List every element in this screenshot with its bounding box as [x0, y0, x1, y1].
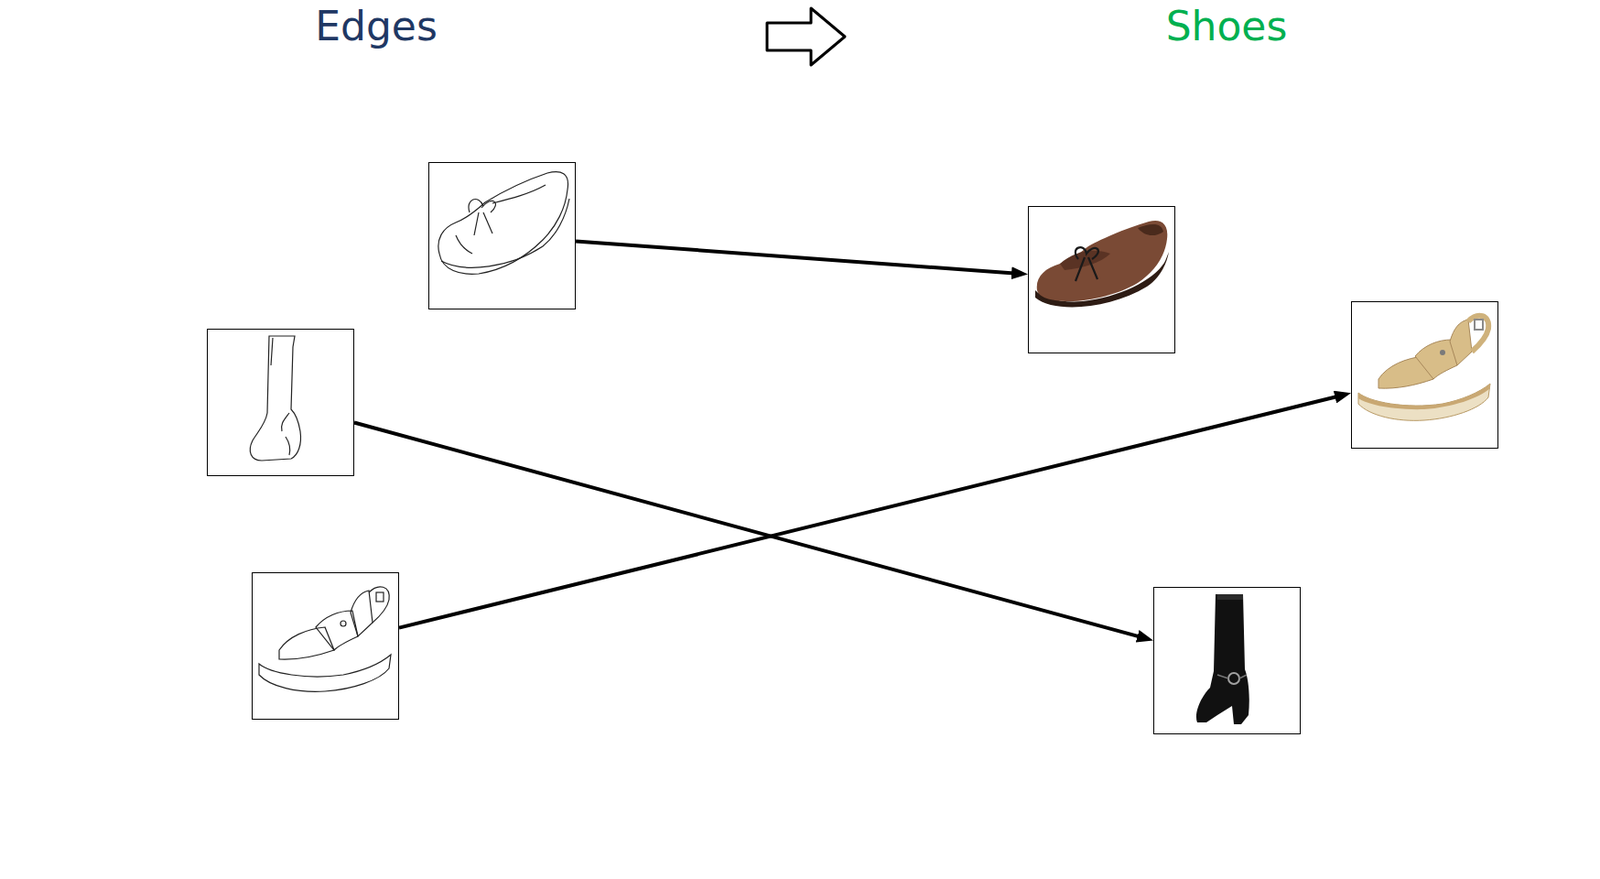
boot-picture [1196, 594, 1250, 725]
mapping-arrow [354, 421, 1146, 638]
shoe-photo-thumbnail [1027, 205, 1176, 354]
shoes-domain-circle: Shoes [860, 75, 1593, 875]
heading-holder: Shoes [860, 2, 1593, 52]
direction-arrow-symbol [767, 8, 845, 65]
domain-heading: Edges [314, 2, 438, 52]
heading-holder: Edges [10, 2, 743, 52]
circle-outline [860, 75, 1593, 875]
circle-outline [10, 75, 743, 875]
sandal-sketch [259, 586, 391, 692]
boot-sketch [249, 335, 301, 461]
circle-shape [862, 77, 1591, 873]
circle-shape [11, 77, 741, 873]
edges-domain-circle: Edges [10, 75, 743, 875]
sandal-picture [1358, 315, 1491, 421]
edge-map-thumbnail [428, 162, 576, 310]
shoe-photo-thumbnail [1351, 301, 1499, 449]
mapping-arrow [399, 394, 1344, 628]
shoe-photo-thumbnail [1153, 586, 1301, 735]
loafer-picture [1035, 220, 1169, 308]
domain-heading: Shoes [1166, 2, 1288, 52]
mapping-arrow [575, 240, 1021, 274]
edge-map-thumbnail [206, 328, 355, 476]
edge-map-thumbnail [251, 572, 400, 720]
thumbnail-grounds [206, 162, 1499, 735]
loafer-sketch [438, 172, 570, 275]
